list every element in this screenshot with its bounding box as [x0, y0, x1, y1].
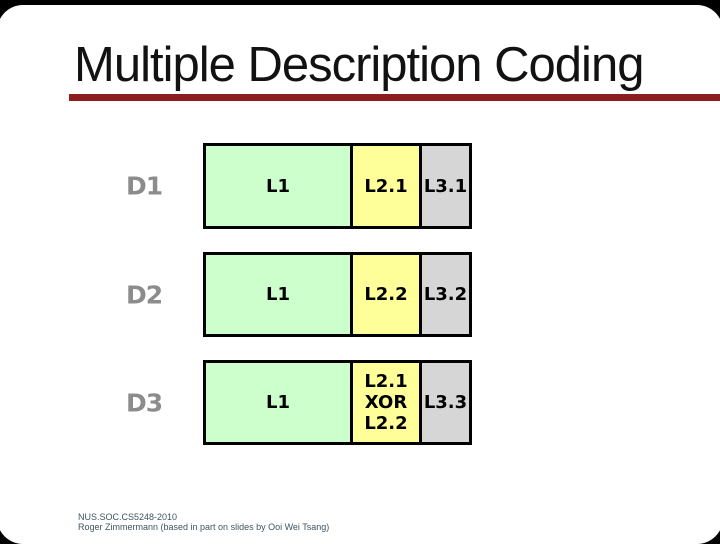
enhancement2-layer-cell: L3.3 [419, 363, 469, 442]
layer-bar: L1 L2.2 L3.2 [203, 252, 472, 337]
description-row-d2: D2 L1 L2.2 L3.2 [0, 252, 720, 337]
layer-bar: L1 L2.1 L3.1 [203, 143, 472, 229]
description-row-d3: D3 L1 L2.1 XOR L2.2 L3.3 [0, 360, 720, 445]
description-label: D1 [126, 171, 163, 201]
title-underline [69, 94, 720, 101]
enhancement1-xor-cell: L2.1 XOR L2.2 [350, 363, 419, 442]
enhancement1-layer-cell: L2.1 [350, 146, 419, 226]
enhancement2-layer-cell: L3.1 [419, 146, 469, 226]
base-layer-cell: L1 [206, 255, 350, 334]
footer-course-code: NUS.SOC.CS5248-2010 [78, 512, 178, 522]
slide-title: Multiple Description Coding [74, 38, 644, 92]
enhancement2-layer-cell: L3.2 [419, 255, 469, 334]
description-label: D2 [126, 280, 163, 309]
description-label: D3 [126, 388, 163, 417]
base-layer-cell: L1 [206, 363, 350, 442]
footer: NUS.SOC.CS5248-2010 Roger Zimmermann (ba… [78, 512, 329, 532]
enhancement1-layer-cell: L2.2 [350, 255, 419, 334]
base-layer-cell: L1 [206, 146, 350, 226]
description-row-d1: D1 L1 L2.1 L3.1 [0, 143, 720, 229]
footer-attribution: Roger Zimmermann (based in part on slide… [78, 522, 330, 532]
layer-bar: L1 L2.1 XOR L2.2 L3.3 [203, 360, 472, 445]
